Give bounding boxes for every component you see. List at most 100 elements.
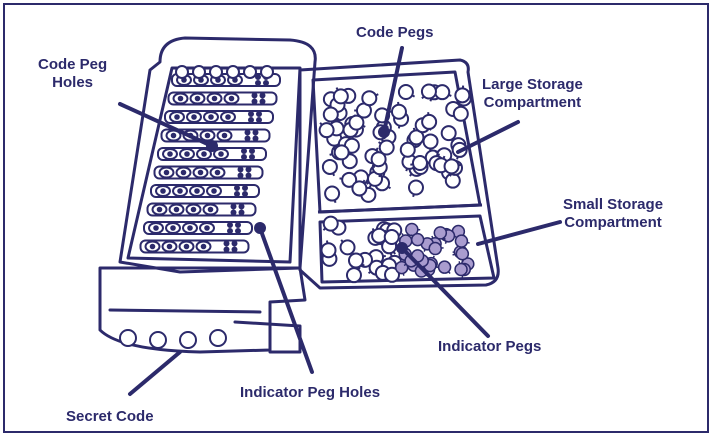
code-peg-hole-center — [178, 189, 182, 193]
code-peg — [362, 91, 376, 105]
code-peg — [244, 66, 256, 78]
indicator-peg-hole — [233, 242, 237, 246]
code-peg-hole-center — [226, 115, 230, 119]
code-peg-hole-center — [168, 152, 172, 156]
indicator-peg — [439, 261, 451, 273]
code-peg-hole-center — [168, 245, 172, 249]
code-peg-hole-center — [175, 115, 179, 119]
code-peg-hole-center — [209, 115, 213, 119]
code-peg-hole-center — [230, 97, 234, 101]
indicator-peg-hole — [257, 118, 261, 122]
code-peg — [347, 268, 361, 282]
code-peg-hole-center — [185, 245, 189, 249]
code-peg-hole-center — [202, 245, 206, 249]
code-peg — [349, 116, 363, 130]
code-peg-hole-center — [205, 226, 209, 230]
code-peg — [455, 88, 469, 102]
label-secret-code: Secret Code — [66, 408, 154, 426]
code-peg-hole-center — [179, 97, 183, 101]
code-peg — [422, 115, 436, 129]
indicator-peg-hole — [250, 149, 254, 153]
indicator-peg — [412, 234, 424, 246]
code-peg — [227, 66, 239, 78]
code-peg — [261, 66, 273, 78]
indicator-peg-hole — [249, 118, 253, 122]
code-peg-hole-center — [206, 134, 210, 138]
indicator-peg-hole — [233, 248, 237, 252]
code-peg — [193, 66, 205, 78]
code-peg-hole-center — [209, 208, 213, 212]
indicator-peg-hole — [256, 81, 260, 85]
indicator-peg-hole — [254, 131, 258, 135]
code-peg-hole-center — [216, 171, 220, 175]
code-peg — [349, 254, 363, 268]
code-peg-hole-center — [175, 208, 179, 212]
code-peg-hole-center — [192, 115, 196, 119]
code-peg — [324, 108, 338, 122]
code-peg-hole-center — [151, 245, 155, 249]
code-peg — [454, 107, 468, 121]
code-peg — [176, 66, 188, 78]
indicator-peg-hole — [249, 112, 253, 116]
code-peg-hole-center — [161, 189, 165, 193]
indicator-peg-hole — [246, 137, 250, 141]
indicator-peg-hole — [232, 211, 236, 215]
indicator-peg-hole — [247, 168, 251, 172]
code-peg — [320, 123, 334, 137]
code-peg — [323, 160, 337, 174]
code-peg-hole-center — [188, 226, 192, 230]
indicator-peg — [455, 263, 467, 275]
label-code-pegs: Code Pegs — [356, 24, 434, 42]
indicator-peg-hole — [253, 94, 257, 98]
code-peg-hole-center — [219, 152, 223, 156]
code-peg — [442, 126, 456, 140]
indicator-peg-hole — [242, 155, 246, 159]
indicator-peg-hole — [254, 137, 258, 141]
indicator-peg-hole — [246, 131, 250, 135]
indicator-peg-hole — [228, 229, 232, 233]
code-peg — [401, 143, 415, 157]
indicator-peg-hole — [261, 100, 265, 104]
code-peg-hole-center — [196, 97, 200, 101]
indicator-peg-hole — [236, 223, 240, 227]
indicator-peg-hole — [228, 223, 232, 227]
code-peg — [210, 66, 222, 78]
indicator-peg-hole — [243, 186, 247, 190]
leader-secret-code — [130, 352, 180, 394]
label-code-peg-holes: Code Peg Holes — [38, 56, 107, 92]
code-peg-hole-center — [154, 226, 158, 230]
indicator-peg-hole — [253, 100, 257, 104]
code-peg-hole-center — [212, 189, 216, 193]
indicator-peg-hole — [264, 81, 268, 85]
code-peg — [446, 174, 460, 188]
code-peg-hole-center — [199, 171, 203, 175]
code-peg-hole-center — [182, 171, 186, 175]
indicator-peg — [456, 248, 468, 260]
code-peg — [399, 85, 413, 99]
code-peg — [335, 145, 349, 159]
indicator-peg-hole — [257, 112, 261, 116]
indicator-peg-hole — [242, 149, 246, 153]
code-peg-hole-center — [192, 208, 196, 212]
label-indicator-peg-holes: Indicator Peg Holes — [240, 384, 380, 402]
code-peg-hole-center — [213, 97, 217, 101]
indicator-peg-hole — [240, 205, 244, 209]
code-peg — [352, 181, 366, 195]
code-peg-hole-center — [223, 134, 227, 138]
indicator-peg-hole — [235, 186, 239, 190]
indicator-peg-hole — [235, 192, 239, 196]
indicator-peg-hole — [236, 229, 240, 233]
tray-divider — [318, 205, 482, 212]
code-pegs-small-cluster — [322, 217, 402, 283]
indicator-peg-hole — [261, 94, 265, 98]
code-pegs-cluster — [320, 84, 471, 202]
indicator-peg-hole — [239, 174, 243, 178]
code-peg-hole-center — [158, 208, 162, 212]
code-peg-hole-center — [195, 189, 199, 193]
code-peg — [334, 89, 348, 103]
code-peg — [435, 85, 449, 99]
code-peg — [424, 134, 438, 148]
indicator-peg-hole — [240, 211, 244, 215]
indicator-peg-hole — [225, 242, 229, 246]
code-peg — [385, 230, 399, 244]
